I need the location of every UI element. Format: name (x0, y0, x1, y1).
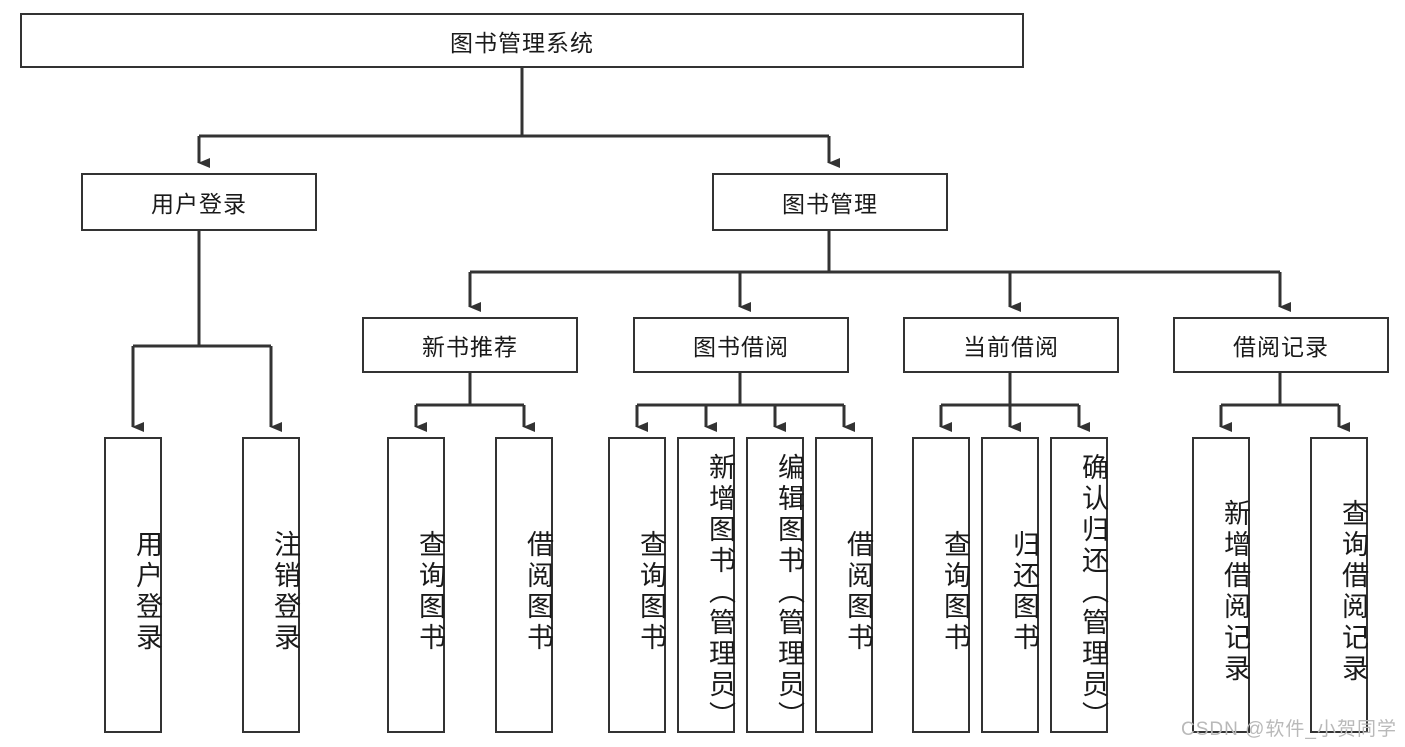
leaf-user-login-login[interactable]: 用户登录 (104, 437, 162, 733)
node-borrow-record[interactable]: 借阅记录 (1173, 317, 1389, 373)
leaf-new-book-query[interactable]: 查询图书 (387, 437, 445, 733)
leaf-label: 新增借阅记录 (1220, 499, 1250, 685)
leaf-label: 注销登录 (270, 530, 300, 654)
leaf-new-book-borrow[interactable]: 借阅图书 (495, 437, 553, 733)
leaf-record-add-record[interactable]: 新增借阅记录 (1192, 437, 1250, 733)
leaf-label: 新增图书（管理员） (705, 453, 735, 732)
node-user-login[interactable]: 用户登录 (81, 173, 317, 231)
leaf-borrow-edit-book-admin[interactable]: 编辑图书（管理员） (746, 437, 804, 733)
leaf-label: 查询图书 (940, 530, 970, 654)
leaf-label: 确认归还（管理员） (1078, 453, 1108, 732)
node-new-book-recommend[interactable]: 新书推荐 (362, 317, 578, 373)
leaf-label: 查询图书 (415, 530, 445, 654)
leaf-user-login-logout[interactable]: 注销登录 (242, 437, 300, 733)
leaf-borrow-query-book[interactable]: 查询图书 (608, 437, 666, 733)
leaf-label: 用户登录 (132, 530, 162, 654)
node-book-borrow[interactable]: 图书借阅 (633, 317, 849, 373)
leaf-current-query-book[interactable]: 查询图书 (912, 437, 970, 733)
leaf-label: 借阅图书 (523, 530, 553, 654)
leaf-label: 借阅图书 (843, 530, 873, 654)
leaf-current-confirm-return-admin[interactable]: 确认归还（管理员） (1050, 437, 1108, 733)
leaf-label: 查询图书 (636, 530, 666, 654)
node-book-management[interactable]: 图书管理 (712, 173, 948, 231)
node-current-borrow[interactable]: 当前借阅 (903, 317, 1119, 373)
node-root-system[interactable]: 图书管理系统 (20, 13, 1024, 68)
leaf-current-return-book[interactable]: 归还图书 (981, 437, 1039, 733)
leaf-label: 编辑图书（管理员） (774, 453, 804, 732)
leaf-borrow-borrow-book[interactable]: 借阅图书 (815, 437, 873, 733)
leaf-borrow-add-book-admin[interactable]: 新增图书（管理员） (677, 437, 735, 733)
leaf-label: 归还图书 (1009, 530, 1039, 654)
leaf-label: 查询借阅记录 (1338, 499, 1368, 685)
leaf-record-query-record[interactable]: 查询借阅记录 (1310, 437, 1368, 733)
